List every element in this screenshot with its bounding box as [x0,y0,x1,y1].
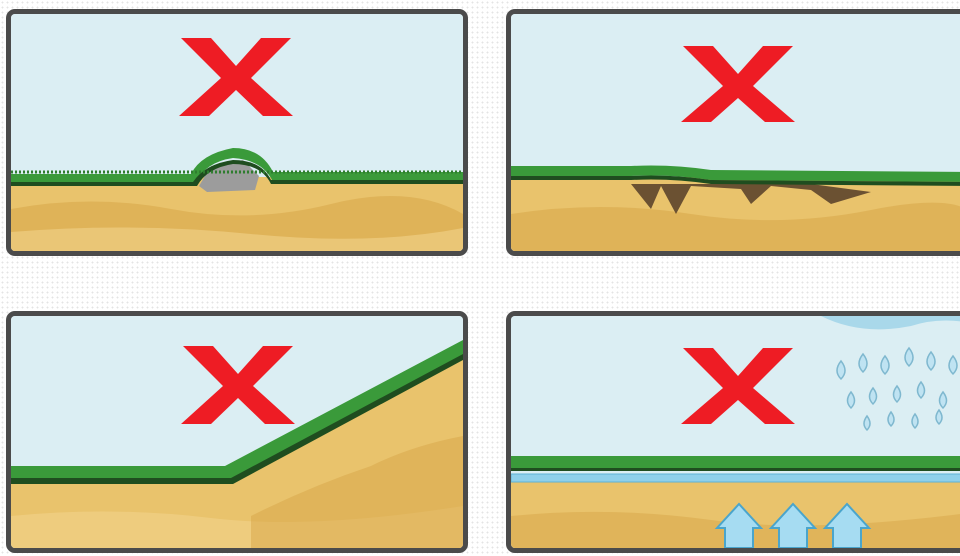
panel-rock-under-turf [6,9,468,256]
scene-hollows [511,14,960,251]
scene-slope [11,316,463,548]
arrow-up-icon [717,504,869,548]
panel-waterlogging [506,311,960,553]
panel-slope [6,311,468,553]
panel-uneven-ground [506,9,960,256]
scene-water [511,316,960,548]
scene-rock [11,14,463,251]
